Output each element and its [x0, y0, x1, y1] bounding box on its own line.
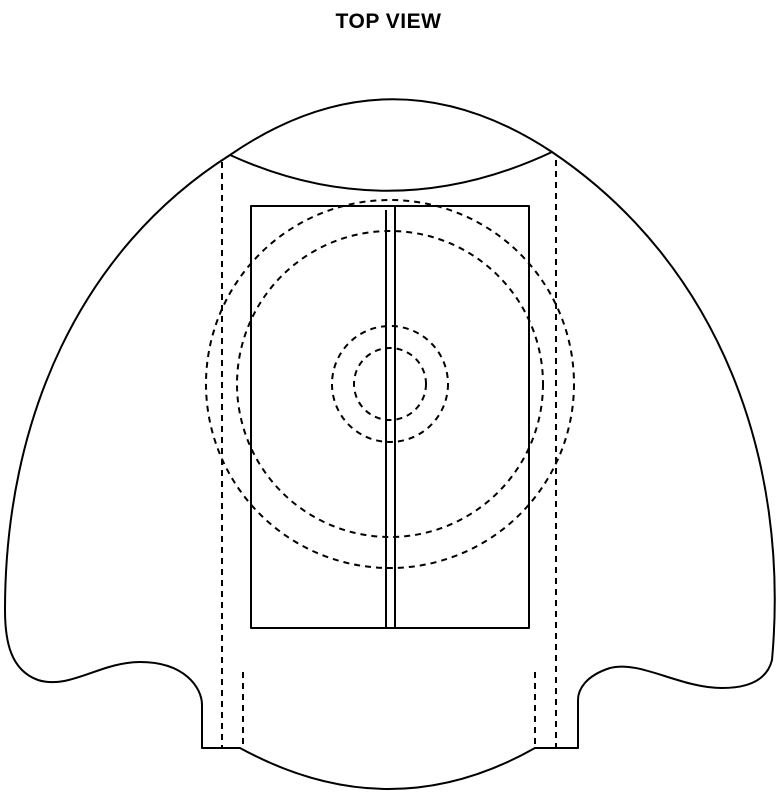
inner-dashed-circle	[353, 347, 427, 421]
top-window-arc	[229, 151, 553, 192]
center-panel	[250, 205, 530, 629]
second-dashed-circle	[236, 230, 544, 538]
outer-dashed-circle	[205, 199, 575, 569]
third-dashed-circle	[331, 325, 449, 443]
diagram-title: TOP VIEW	[335, 10, 442, 33]
outer-housing-outline	[4, 98, 776, 790]
